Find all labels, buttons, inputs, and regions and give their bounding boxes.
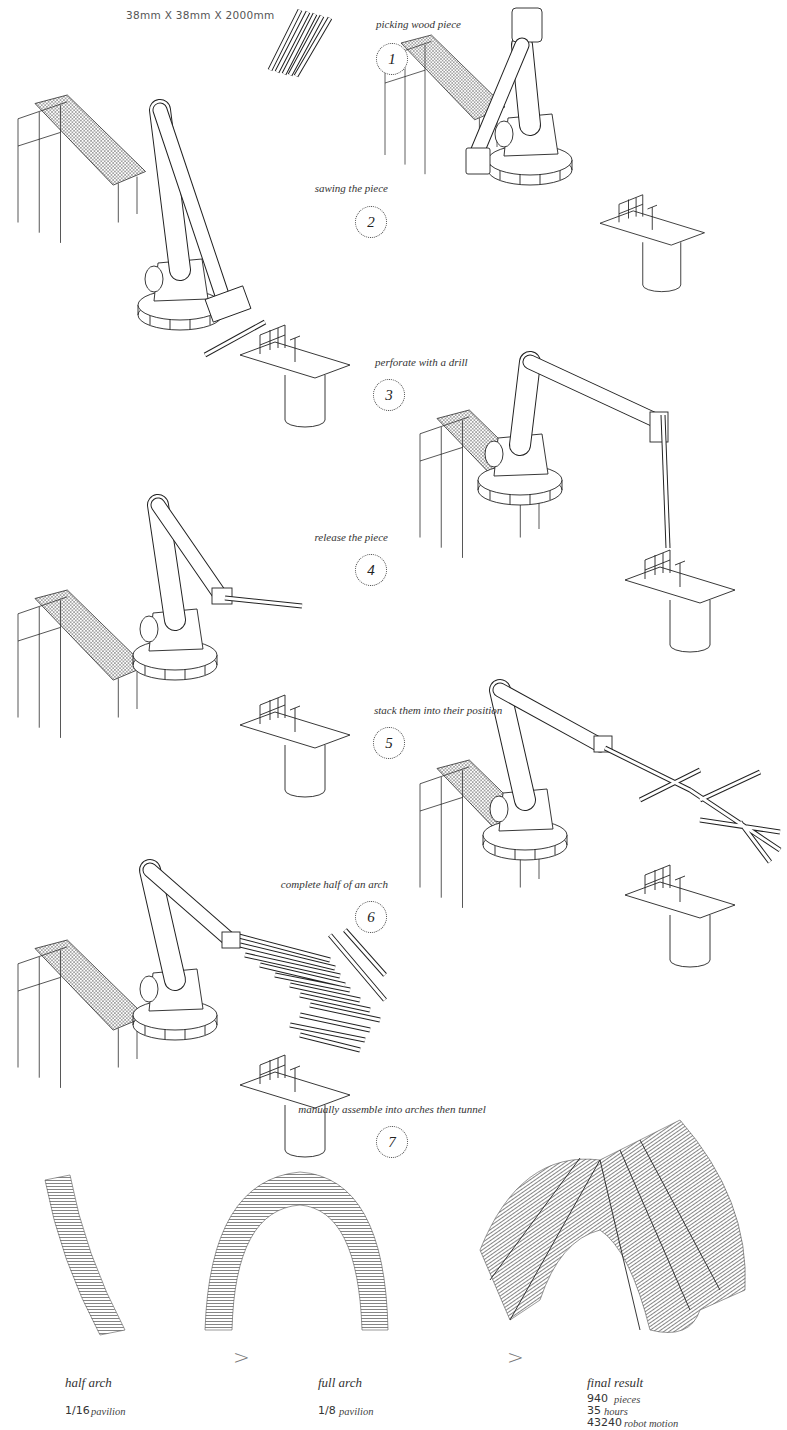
step-number: 4 <box>367 562 375 579</box>
step-heading: sawing the piece <box>315 182 388 195</box>
step-node: perforate with a drill 3 <box>370 356 490 416</box>
step-node: stack them into their position 5 <box>370 704 530 764</box>
step-circle: 1 <box>376 43 408 75</box>
step-heading: stack them into their position <box>374 704 502 717</box>
step-node: picking wood piece 1 <box>370 18 520 78</box>
step-heading: release the piece <box>315 531 389 544</box>
step-node: manually assemble into arches then tunne… <box>272 1103 512 1163</box>
fraction-value: 1/16 <box>65 1404 90 1418</box>
step-heading: picking wood piece <box>376 18 461 31</box>
sequence-chevron: > <box>507 1346 524 1368</box>
step-circle: 3 <box>373 379 405 411</box>
stage-title: full arch <box>318 1376 362 1390</box>
step-circle: 2 <box>355 206 387 238</box>
fraction-unit: pavilion <box>339 1405 373 1419</box>
step-circle: 4 <box>355 554 387 586</box>
fraction-value: 1/8 <box>318 1404 336 1418</box>
step-number: 2 <box>367 214 375 231</box>
stat-unit: pieces <box>614 1393 640 1407</box>
step-circle: 5 <box>373 727 405 759</box>
dimension-label: 38mm X 38mm X 2000mm <box>126 8 275 22</box>
step-heading: perforate with a drill <box>375 356 468 369</box>
stage-title: final result <box>587 1376 643 1390</box>
step-heading: complete half of an arch <box>281 878 388 891</box>
stage-title: half arch <box>65 1376 112 1390</box>
stat-value: 940 <box>587 1392 608 1406</box>
stat-unit: robot motion <box>624 1417 678 1430</box>
step-node: release the piece 4 <box>300 531 400 591</box>
step-node: sawing the piece 2 <box>300 182 400 242</box>
step-circle: 6 <box>355 901 387 933</box>
step-number: 7 <box>388 1134 396 1151</box>
stat-value: 35 <box>587 1404 601 1418</box>
fraction-unit: pavilion <box>91 1405 125 1419</box>
step-number: 3 <box>385 387 393 404</box>
stat-value: 43240 <box>587 1416 622 1430</box>
step-number: 1 <box>388 51 396 68</box>
step-number: 5 <box>385 735 393 752</box>
step-number: 6 <box>367 909 375 926</box>
sequence-chevron: > <box>233 1346 250 1368</box>
step-circle: 7 <box>376 1126 408 1158</box>
step-node: complete half of an arch 6 <box>270 878 400 938</box>
step-heading: manually assemble into arches then tunne… <box>272 1103 512 1116</box>
